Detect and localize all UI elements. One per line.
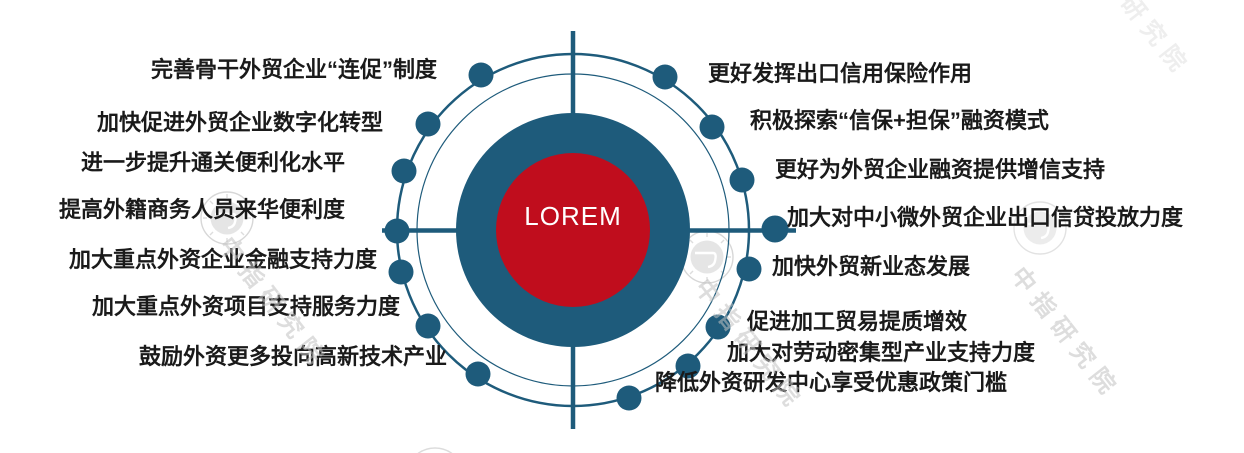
center-circle: [496, 153, 650, 307]
node-dot: [415, 313, 441, 339]
label-left-5: 加大重点外资企业金融支持力度: [68, 247, 377, 272]
label-left-4: 提高外籍商务人员来华便利度: [58, 197, 345, 222]
node-dots-right: [616, 64, 789, 411]
label-right-2: 积极探索“信保+担保”融资模式: [750, 108, 1049, 133]
node-dot: [388, 259, 414, 285]
label-left-7: 鼓励外资更多投向高新技术产业: [138, 344, 447, 369]
label-right-7: 加大对劳动密集型产业支持力度: [727, 340, 1036, 365]
label-right-1: 更好发挥出口信用保险作用: [708, 61, 973, 86]
node-dot: [699, 114, 725, 140]
watermark-seal: [417, 447, 453, 453]
node-dot: [761, 215, 789, 243]
label-left-2: 加快促进外贸企业数字化转型: [96, 110, 383, 135]
watermark-seal: [200, 191, 254, 245]
node-dot: [675, 353, 701, 379]
node-dots-left: [384, 62, 494, 387]
node-dot: [465, 361, 491, 387]
node-dot: [391, 158, 417, 184]
label-right-5: 加快外贸新业态发展: [772, 254, 971, 279]
label-right-8: 降低外资研发中心享受优惠政策门槛: [655, 370, 1008, 395]
label-right-3: 更好为外贸企业融资提供增信支持: [775, 157, 1106, 182]
label-right-4: 加大对中小微外贸企业出口信贷投放力度: [787, 205, 1184, 230]
node-dot: [729, 167, 755, 193]
inner-thin-ring: [416, 73, 730, 387]
label-left-1: 完善骨干外贸企业“连促”制度: [150, 57, 437, 82]
label-left-3: 进一步提升通关便利化水平: [80, 150, 345, 175]
node-dot: [705, 314, 731, 340]
node-dot: [736, 256, 762, 282]
watermark-seal: [1013, 201, 1067, 255]
node-dot: [384, 218, 410, 244]
node-dot: [616, 385, 642, 411]
center-label: LOREM: [524, 201, 622, 231]
node-dot: [468, 62, 494, 88]
node-dot: [652, 64, 678, 90]
label-right-6: 促进加工贸易提质增效: [747, 309, 968, 334]
label-left-6: 加大重点外资项目支持服务力度: [91, 294, 400, 319]
node-dot: [415, 111, 441, 137]
